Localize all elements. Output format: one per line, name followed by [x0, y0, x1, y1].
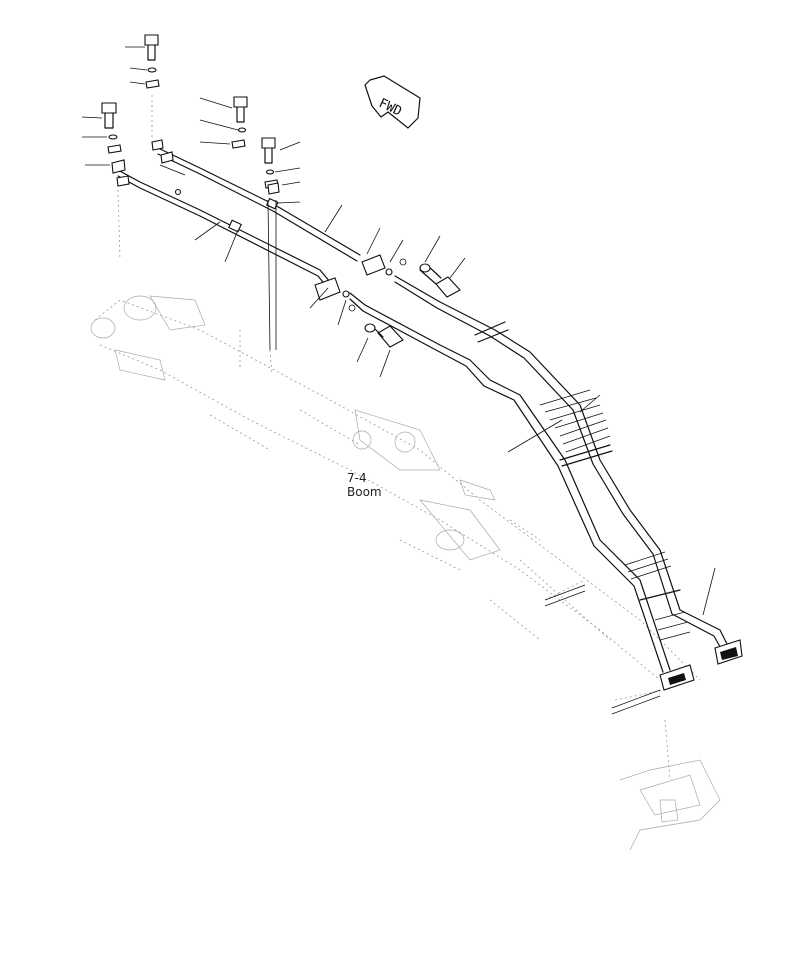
reference-name: Boom	[347, 485, 382, 499]
hex-bolt-top-left	[101, 34, 276, 164]
boom-ghost	[90, 295, 721, 851]
hydraulic-pipe-right	[157, 147, 731, 655]
lower-bolts	[348, 258, 461, 348]
pipe-end-fittings	[544, 584, 743, 715]
hydraulic-pipe-left	[117, 169, 671, 673]
pipe-joint-connectors	[174, 188, 393, 301]
boom-reference: 7-4 Boom	[347, 471, 382, 499]
callout-leaders	[81, 46, 716, 616]
guide-lines	[117, 95, 277, 376]
pipe-clamp-bands	[474, 321, 691, 641]
fwd-arrow-icon: FWD	[364, 75, 421, 129]
washers-and-clamps	[107, 67, 280, 195]
reference-code: 7-4	[347, 471, 367, 485]
